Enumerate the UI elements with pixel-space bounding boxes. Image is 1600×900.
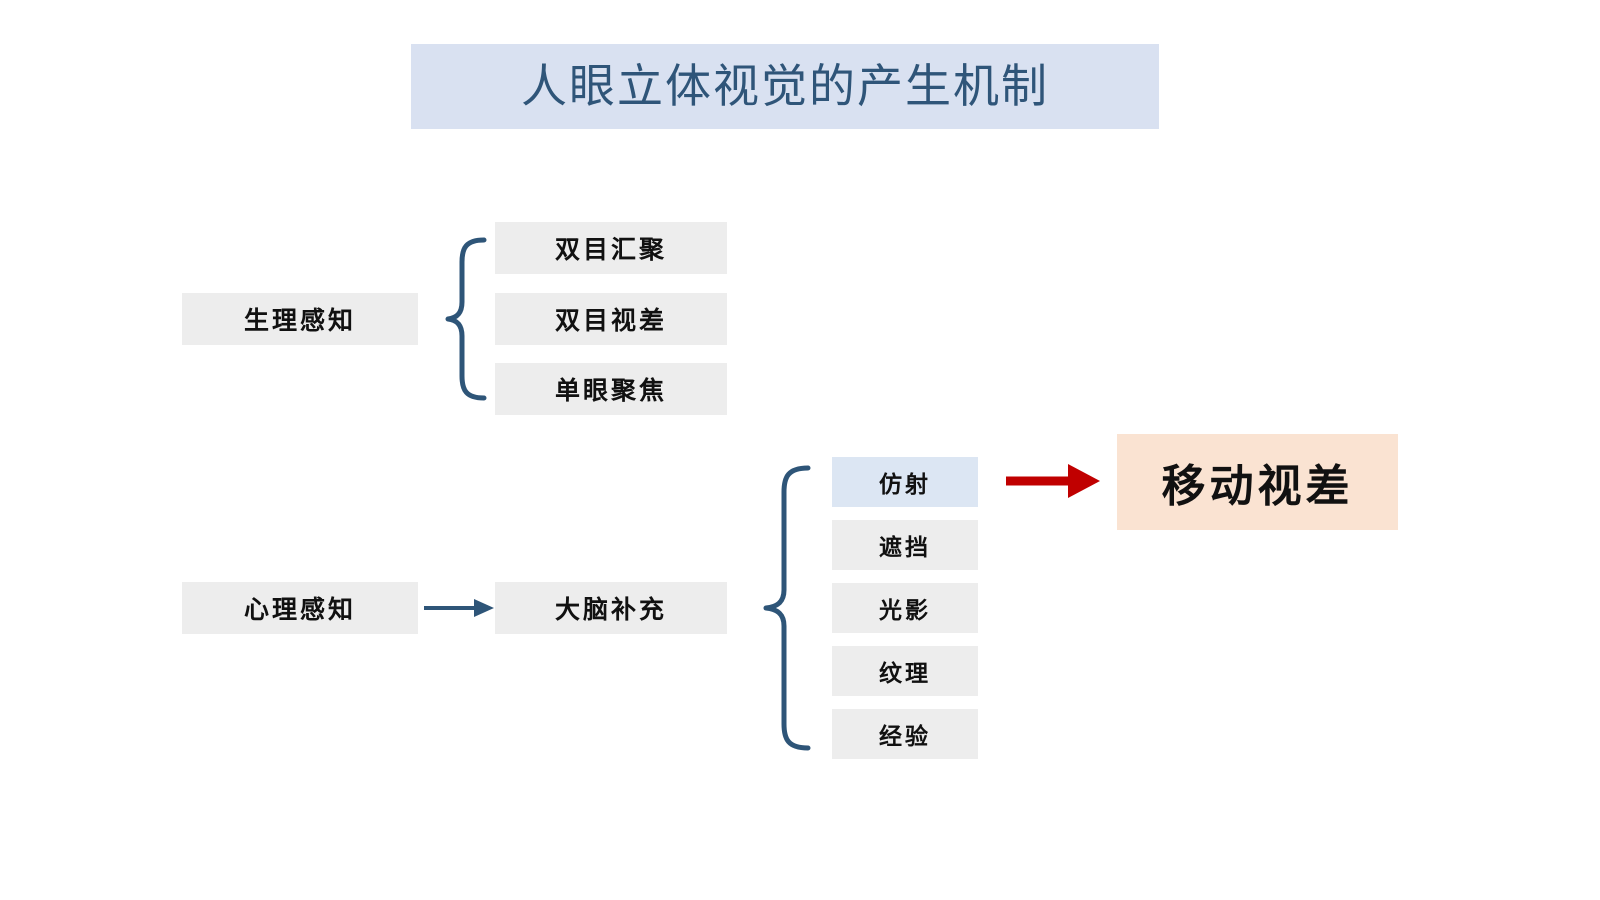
- item-box-binocular-convergence[interactable]: 双目汇聚: [495, 222, 727, 274]
- curly-brace-psychological: [763, 465, 811, 751]
- item-label-affine: 仿射: [879, 471, 931, 497]
- item-label-occlusion: 遮挡: [879, 534, 931, 560]
- category-label-physiological: 生理感知: [243, 307, 356, 335]
- item-box-light-shadow[interactable]: 光影: [832, 583, 978, 633]
- item-box-texture[interactable]: 纹理: [832, 646, 978, 696]
- page-title: 人眼立体视觉的产生机制: [521, 60, 1049, 112]
- item-box-experience[interactable]: 经验: [832, 709, 978, 759]
- item-label-monocular-focus: 单眼聚焦: [554, 377, 667, 405]
- category-box-psychological[interactable]: 心理感知: [182, 582, 418, 634]
- curly-brace-physiological: [445, 237, 487, 401]
- category-label-psychological: 心理感知: [243, 596, 356, 624]
- result-label-motion-parallax: 移动视差: [1161, 462, 1354, 511]
- category-box-physiological[interactable]: 生理感知: [182, 293, 418, 345]
- item-box-occlusion[interactable]: 遮挡: [832, 520, 978, 570]
- arrow-affine-to-result: [1006, 464, 1100, 498]
- item-box-binocular-disparity[interactable]: 双目视差: [495, 293, 727, 345]
- page-title-banner: 人眼立体视觉的产生机制: [411, 44, 1159, 129]
- intermediate-box-brain-supplement[interactable]: 大脑补充: [495, 582, 727, 634]
- item-box-affine[interactable]: 仿射: [832, 457, 978, 507]
- intermediate-label-brain-supplement: 大脑补充: [554, 596, 667, 624]
- item-label-binocular-convergence: 双目汇聚: [554, 236, 667, 264]
- item-box-monocular-focus[interactable]: 单眼聚焦: [495, 363, 727, 415]
- item-label-experience: 经验: [879, 723, 931, 749]
- item-label-light-shadow: 光影: [879, 597, 931, 623]
- item-label-binocular-disparity: 双目视差: [554, 307, 667, 335]
- arrow-psych-to-brain: [424, 599, 494, 617]
- result-box-motion-parallax[interactable]: 移动视差: [1117, 434, 1398, 530]
- item-label-texture: 纹理: [879, 660, 931, 686]
